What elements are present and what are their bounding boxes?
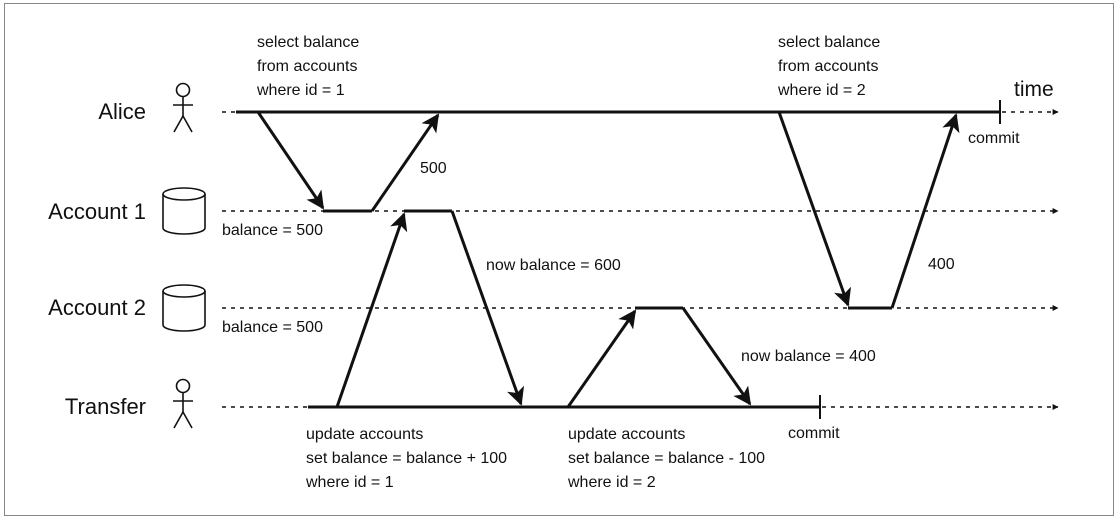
transfer-update1-request-arrow [335,212,408,408]
account1-balance-label: balance = 500 [222,222,323,239]
database-cylinder-icon [162,284,206,332]
value-label-500: 500 [420,160,447,177]
alice-read2-request-arrow [777,111,852,307]
transfer-update2-request-arrow [566,309,637,408]
alice-query1-note: select balance from accounts where id = … [256,34,364,99]
alice-read1-request-arrow [256,111,325,210]
transfer-update1-note: update accounts set balance = balance + … [305,426,512,491]
actor-label-account2: Account 2 [48,295,146,320]
transfer-update1-response-arrow [450,210,525,406]
account1-new-balance-label: now balance = 600 [486,257,621,274]
time-axis-label: time [1014,78,1054,101]
alice-read1-response-arrow [370,113,440,212]
value-label-400: 400 [928,256,955,273]
transfer-update2-response-arrow [681,307,752,406]
alice-commit-label: commit [968,130,1020,147]
account2-new-balance-label: now balance = 400 [741,348,876,365]
person-icon [173,378,193,429]
actor-label-account1: Account 1 [48,199,146,224]
person-icon [173,82,193,133]
alice-read2-response-arrow [890,113,960,309]
transfer-update2-note: update accounts set balance = balance - … [567,426,769,491]
actor-label-transfer: Transfer [65,394,146,419]
alice-query2-note: select balance from accounts where id = … [777,34,885,99]
database-cylinder-icon [162,187,206,235]
transfer-commit-label: commit [788,425,840,442]
actor-label-alice: Alice [98,99,146,124]
account2-balance-label: balance = 500 [222,319,323,336]
